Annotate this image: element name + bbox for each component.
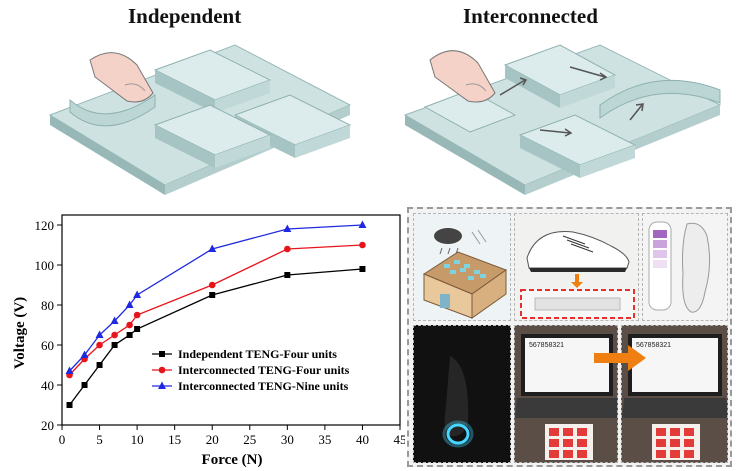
application-photos-panel: 567858321 567858321 <box>407 207 732 467</box>
data-point <box>359 241 366 249</box>
x-tick-label: 15 <box>168 432 181 447</box>
arrow-icon <box>594 345 646 371</box>
chart-legend: Independent TENG-Four unitsInterconnecte… <box>152 347 350 393</box>
insole-photo <box>642 213 728 321</box>
laptop-photo-right: 567858321 <box>621 325 728 463</box>
data-point <box>284 245 291 253</box>
finger-icon <box>429 50 496 103</box>
y-tick-label: 80 <box>41 298 54 313</box>
plot-frame <box>61 214 401 426</box>
data-point <box>133 311 141 319</box>
laptop-icon <box>622 334 727 460</box>
chart-axes <box>61 214 401 426</box>
legend-label: Interconnected TENG-Four units <box>178 363 350 377</box>
data-point <box>81 382 88 388</box>
screen-digits-left: 567858321 <box>529 342 565 349</box>
teng-unit-top <box>153 49 272 113</box>
data-point <box>110 316 119 324</box>
teng-unit-bottom <box>518 114 637 178</box>
y-tick-label: 100 <box>35 258 55 273</box>
teng-unit-right-bent <box>599 79 721 119</box>
data-point <box>134 326 141 332</box>
data-point <box>208 281 216 289</box>
x-tick-label: 45 <box>394 432 406 447</box>
x-tick-label: 5 <box>96 432 103 447</box>
data-point <box>126 321 133 329</box>
x-tick-label: 30 <box>281 432 294 447</box>
teng-unit-flat <box>423 89 517 133</box>
title-interconnected: Interconnected <box>463 4 598 28</box>
house-icon <box>422 228 508 319</box>
x-tick-label: 10 <box>131 432 144 447</box>
legend-marker <box>159 351 165 357</box>
title-independent: Independent <box>128 4 242 28</box>
x-tick-label: 25 <box>243 432 256 447</box>
finger-icon <box>89 52 154 103</box>
data-point <box>95 330 104 338</box>
data-point <box>208 244 217 252</box>
arrow-icon <box>499 66 644 137</box>
teng-unit-top <box>503 44 617 108</box>
arrow-icon <box>571 274 583 288</box>
x-tick-label: 35 <box>318 432 331 447</box>
teng-unit-bottom <box>153 104 272 168</box>
data-point <box>80 350 89 358</box>
x-tick-label: 40 <box>356 432 369 447</box>
data-point <box>66 402 73 408</box>
data-point <box>359 266 366 272</box>
x-tick-label: 0 <box>59 432 66 447</box>
y-tick-label: 60 <box>41 338 54 353</box>
data-point <box>358 220 367 228</box>
screen-digits-right: 567858321 <box>636 342 672 349</box>
house-photo <box>413 213 511 321</box>
led-shoe-photo <box>413 325 511 463</box>
data-point <box>96 341 103 349</box>
legend-label: Interconnected TENG-Nine units <box>178 379 349 393</box>
legend-marker <box>158 366 166 374</box>
data-point <box>111 331 118 339</box>
y-tick-label: 20 <box>41 418 54 433</box>
laptop-photo-left: 567858321 <box>514 325 618 463</box>
teng-unit-bent <box>69 94 156 127</box>
data-point <box>133 290 142 298</box>
data-point <box>126 332 133 338</box>
led-icon <box>442 356 474 448</box>
y-tick-label: 40 <box>41 378 54 393</box>
data-point <box>209 292 216 298</box>
legend-marker <box>158 381 166 389</box>
y-tick-label: 120 <box>35 218 55 233</box>
insole-icon <box>648 221 711 313</box>
data-point <box>284 272 291 278</box>
data-point <box>65 366 74 374</box>
y-axis-label: Voltage (V) <box>12 297 28 369</box>
chart-series <box>65 220 367 408</box>
x-tick-label: 20 <box>206 432 219 447</box>
shoe-icon <box>520 231 635 319</box>
voltage-force-chart: 0 5 10 15 20 25 30 35 40 45 20 40 60 80 100 120 Indepen… <box>12 214 406 468</box>
data-point <box>283 224 292 232</box>
laptop-icon <box>515 334 617 460</box>
chart-ticks: 0 5 10 15 20 25 30 35 40 45 20 40 60 80 100 120 <box>35 218 406 447</box>
interconnected-teng-illustration <box>403 44 722 195</box>
shoe-photo <box>514 213 639 321</box>
independent-teng-illustration <box>48 44 352 195</box>
data-point <box>125 300 134 308</box>
x-axis-label: Force (N) <box>202 452 263 468</box>
legend-label: Independent TENG-Four units <box>178 347 337 361</box>
data-point <box>96 362 103 368</box>
data-point <box>111 342 118 348</box>
